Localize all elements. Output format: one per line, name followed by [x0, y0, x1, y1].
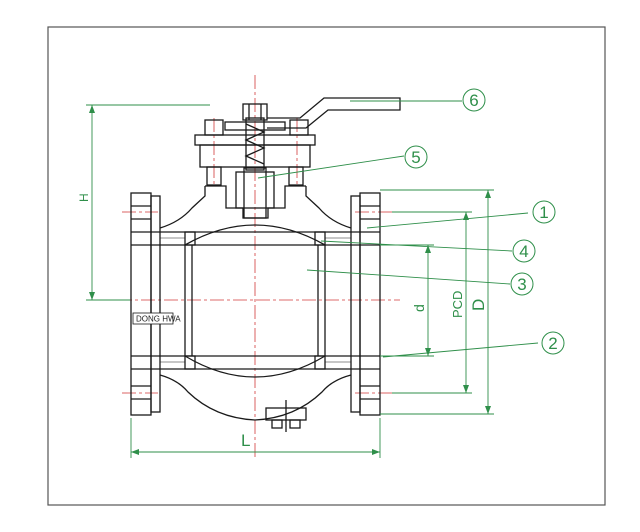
gland	[235, 171, 275, 209]
handle-lever	[267, 97, 401, 129]
callout-label-4: 4	[519, 242, 528, 261]
stem-nut	[242, 103, 268, 121]
callout-circle-2	[541, 331, 565, 355]
ball-bottom	[184, 355, 326, 378]
bonnet	[205, 185, 306, 219]
drawing-frame	[47, 26, 606, 506]
dimension-lines	[86, 104, 494, 458]
leader-2	[382, 342, 539, 358]
callout-label-1: 1	[539, 203, 548, 222]
dimension-pcd-label: PCD	[450, 291, 465, 318]
leader-5	[257, 155, 405, 179]
callout-label-2: 2	[548, 334, 557, 353]
callout-circle-1	[532, 200, 556, 224]
brand-plate	[132, 312, 174, 325]
centerlines	[118, 75, 400, 460]
leader-1	[366, 212, 529, 229]
callout-label-6: 6	[469, 91, 478, 110]
ball-top	[184, 224, 326, 246]
left-flange	[130, 192, 152, 416]
callout-circle-6	[462, 88, 486, 112]
brand-label: DONG HWA	[136, 315, 181, 324]
stem-housing	[243, 167, 267, 219]
dimension-d-label: d	[411, 304, 427, 312]
wall-hatching	[160, 237, 351, 363]
valve-body	[130, 97, 401, 432]
dimension-arrows	[89, 105, 491, 455]
leader-3	[306, 269, 511, 285]
dimension-l-label: L	[241, 431, 250, 450]
callout-circle-4	[512, 239, 536, 263]
callout-circle-5	[404, 145, 428, 169]
callout-circles	[404, 88, 565, 355]
callout-label-5: 5	[411, 148, 420, 167]
callout-leaders	[257, 100, 539, 358]
stem	[245, 117, 265, 171]
dimension-outer-d-label: D	[469, 299, 488, 311]
seat-left-top	[184, 231, 196, 246]
dimension-h-label: H	[77, 193, 91, 202]
right-flange	[359, 192, 381, 416]
seat-right-top	[314, 231, 326, 246]
callout-labels: 1 2 3 4 5 6	[411, 91, 557, 353]
callout-circle-3	[510, 272, 534, 296]
callout-label-3: 3	[517, 275, 526, 294]
leader-4	[320, 240, 513, 252]
packing-spring	[244, 123, 266, 165]
